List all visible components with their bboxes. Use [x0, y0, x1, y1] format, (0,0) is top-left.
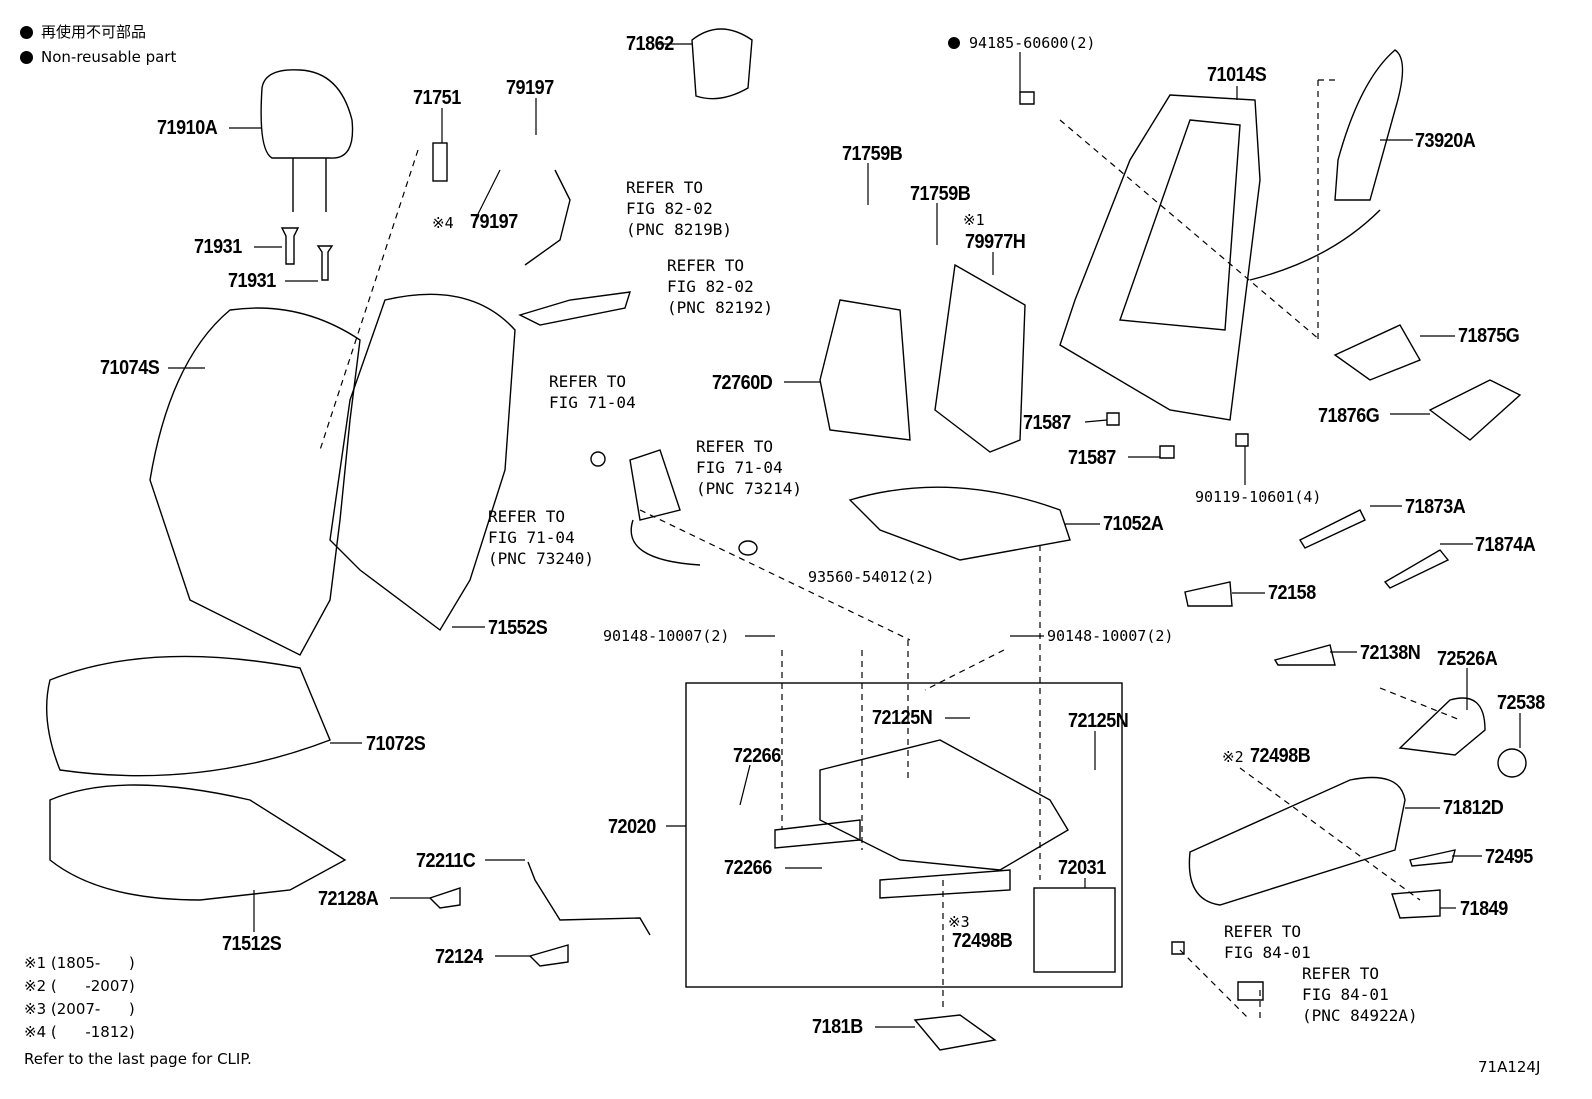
legend: 再使用不可部品 Non-reusable part	[20, 20, 176, 70]
seatback-pad-shape	[329, 293, 516, 632]
footnote-1: ※1 (1805- )	[24, 954, 135, 972]
bullet-icon	[20, 26, 33, 39]
diagram-code: 71A124J	[1478, 1058, 1541, 1076]
seatback-frame-shape	[1059, 94, 1261, 421]
reference-fig-84-01-84922A[interactable]: REFER TO FIG 84-01 (PNC 84922A)	[1302, 964, 1418, 1025]
note-mark-3: ※3	[948, 913, 970, 931]
part-label-72128A[interactable]: 72128A	[318, 888, 379, 910]
part-label-71874A[interactable]: 71874A	[1475, 534, 1536, 556]
part-label-71931-2[interactable]: 71931	[228, 270, 276, 292]
part-label-71862[interactable]: 71862	[626, 33, 674, 55]
reference-fig-71-04-73214[interactable]: REFER TO FIG 71-04 (PNC 73214)	[696, 437, 802, 498]
part-label-72211C[interactable]: 72211C	[416, 850, 476, 872]
part-label-79197[interactable]: 79197	[506, 77, 554, 99]
part-label-71052A[interactable]: 71052A	[1103, 513, 1164, 535]
part-label-71759B[interactable]: 71759B	[842, 143, 903, 165]
part-label-72125N[interactable]: 72125N	[872, 707, 933, 729]
part-label-71014S[interactable]: 71014S	[1207, 64, 1267, 86]
part-label-7181B[interactable]: 7181B	[812, 1016, 863, 1038]
clip-note: Refer to the last page for CLIP.	[24, 1050, 252, 1068]
legend-en: Non-reusable part	[41, 48, 177, 66]
part-label-71751[interactable]: 71751	[413, 87, 461, 109]
headrest-shape	[260, 69, 354, 159]
footnote-2: ※2 ( -2007)	[24, 977, 135, 995]
note-mark-4: ※4	[432, 214, 454, 232]
note-mark-1: ※1	[963, 211, 985, 229]
part-label-71072S[interactable]: 71072S	[366, 733, 426, 755]
non-reusable-icon	[948, 37, 960, 49]
part-number: 94185-60600(2)	[969, 34, 1096, 52]
part-label-90148-10007[interactable]: 90148-10007(2)	[603, 627, 730, 645]
part-label-71512S[interactable]: 71512S	[222, 933, 282, 955]
part-label-72031[interactable]: 72031	[1058, 857, 1106, 879]
part-label-72138N[interactable]: 72138N	[1360, 642, 1421, 664]
reference-fig-71-04-73240[interactable]: REFER TO FIG 71-04 (PNC 73240)	[488, 507, 594, 568]
part-label-79977H[interactable]: 79977H	[965, 231, 1026, 253]
part-label-71587[interactable]: 71587	[1023, 412, 1071, 434]
part-label-90119-10601[interactable]: 90119-10601(4)	[1195, 488, 1322, 506]
reference-fig-71-04[interactable]: REFER TO FIG 71-04	[549, 372, 636, 412]
reference-fig-82-02-8219B[interactable]: REFER TO FIG 82-02 (PNC 8219B)	[626, 178, 732, 239]
part-label-72158[interactable]: 72158	[1268, 582, 1316, 604]
cushion-cover-shape	[46, 655, 331, 777]
part-label-71910A[interactable]: 71910A	[157, 117, 218, 139]
part-label-71876G[interactable]: 71876G	[1318, 405, 1380, 427]
part-label-71812D[interactable]: 71812D	[1443, 797, 1504, 819]
part-label-71074S[interactable]: 71074S	[100, 357, 160, 379]
sub-part-box	[1033, 887, 1116, 973]
part-label-71873A[interactable]: 71873A	[1405, 496, 1466, 518]
part-label-72125N-2[interactable]: 72125N	[1068, 710, 1129, 732]
part-label-94185-60600[interactable]: 94185-60600(2)	[948, 33, 1095, 54]
part-label-71931[interactable]: 71931	[194, 236, 242, 258]
part-label-72266[interactable]: 72266	[733, 745, 781, 767]
part-label-72266-2[interactable]: 72266	[724, 857, 772, 879]
part-label-73920A[interactable]: 73920A	[1415, 130, 1476, 152]
reference-fig-82-02-82192[interactable]: REFER TO FIG 82-02 (PNC 82192)	[667, 256, 773, 317]
part-label-72124[interactable]: 72124	[435, 946, 483, 968]
part-label-71875G[interactable]: 71875G	[1458, 325, 1520, 347]
bullet-icon	[20, 51, 33, 64]
part-label-72498B[interactable]: 72498B	[1250, 745, 1311, 767]
part-label-72495[interactable]: 72495	[1485, 846, 1533, 868]
note-mark-2: ※2	[1222, 748, 1244, 766]
footnote-4: ※4 ( -1812)	[24, 1023, 135, 1041]
seatback-cover-shape	[149, 307, 361, 656]
part-label-71552S[interactable]: 71552S	[488, 617, 548, 639]
part-label-71759B-2[interactable]: 71759B	[910, 183, 971, 205]
part-label-72526A[interactable]: 72526A	[1437, 648, 1498, 670]
part-label-71849[interactable]: 71849	[1460, 898, 1508, 920]
footnote-3: ※3 (2007- )	[24, 1000, 135, 1018]
legend-ja: 再使用不可部品	[41, 23, 147, 41]
part-label-72020[interactable]: 72020	[608, 816, 656, 838]
part-label-90148-10007-2[interactable]: 90148-10007(2)	[1047, 627, 1174, 645]
part-label-72538[interactable]: 72538	[1497, 692, 1545, 714]
cushion-pad-shape	[49, 784, 347, 901]
adjuster-group-box	[685, 682, 1123, 988]
part-label-72498B-2[interactable]: 72498B	[952, 930, 1013, 952]
part-label-93560-54012[interactable]: 93560-54012(2)	[808, 568, 935, 586]
part-label-72760D[interactable]: 72760D	[712, 372, 773, 394]
reference-fig-84-01[interactable]: REFER TO FIG 84-01	[1224, 922, 1311, 962]
part-label-79197-2[interactable]: 79197	[470, 211, 518, 233]
part-label-71587-2[interactable]: 71587	[1068, 447, 1116, 469]
